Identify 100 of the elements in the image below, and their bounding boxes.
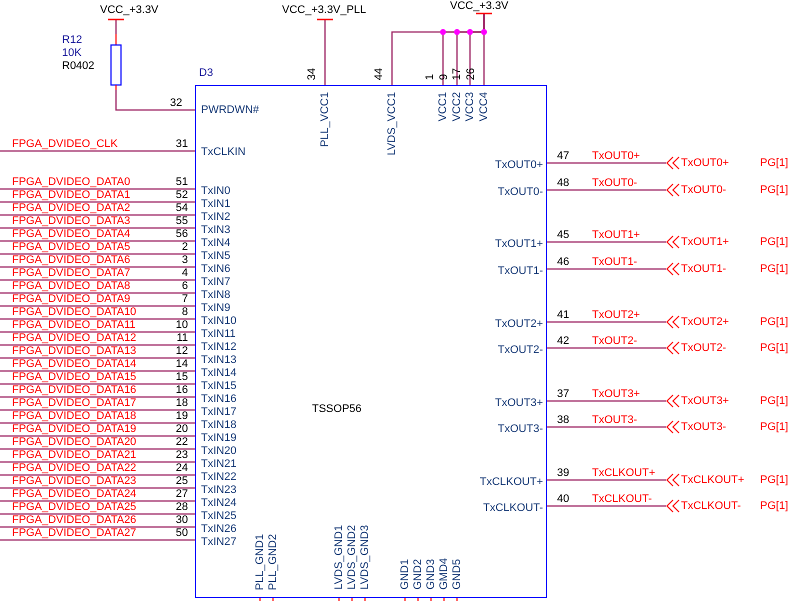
pin-name: TxCLKOUT- xyxy=(483,502,543,514)
pin-name: LVDS_GND3 xyxy=(359,525,371,590)
net-label: TxOUT0- xyxy=(592,177,638,189)
net-label: FPGA_DVIDEO_DATA26 xyxy=(12,514,136,526)
pin-name: TxIN11 xyxy=(201,328,236,340)
net-label: TxCLKOUT- xyxy=(592,493,652,505)
sheet-reference: PG[1] xyxy=(760,421,788,433)
pin-number: 11 xyxy=(176,332,188,344)
pin-number: 10 xyxy=(176,319,188,331)
reference-designator: D3 xyxy=(199,67,214,79)
pin-number: 18 xyxy=(176,397,188,409)
net-label: FPGA_DVIDEO_DATA22 xyxy=(12,462,136,474)
pin-name: VCC4 xyxy=(478,92,490,122)
pin-name: TxIN2 xyxy=(201,211,230,223)
pin-name: TxIN4 xyxy=(201,237,230,249)
wire xyxy=(0,370,195,372)
pin-number: 52 xyxy=(176,189,188,201)
pin-name: TxCLKIN xyxy=(201,146,246,158)
net-label: FPGA_DVIDEO_DATA27 xyxy=(12,527,136,539)
sheet-reference: PG[1] xyxy=(760,316,788,328)
sheet-reference: PG[1] xyxy=(760,184,788,196)
wire xyxy=(0,344,195,346)
pin-number: 38 xyxy=(557,414,570,426)
wire xyxy=(0,500,195,502)
pin-number: 7 xyxy=(182,293,188,305)
pin-name: TxIN7 xyxy=(201,276,230,288)
pin-number: 41 xyxy=(557,309,570,321)
pin-name: TxOUT1- xyxy=(498,265,543,277)
component-value: 10K xyxy=(62,47,82,59)
wire xyxy=(0,539,195,541)
net-label: FPGA_DVIDEO_DATA12 xyxy=(12,332,136,344)
pin-number: 12 xyxy=(176,345,188,357)
pin-number: 28 xyxy=(176,501,188,513)
pin-name: PLL_GND2 xyxy=(267,534,279,590)
wire xyxy=(115,20,117,34)
wire xyxy=(547,479,666,481)
pin-name: LVDS_VCC1 xyxy=(386,92,398,156)
wire xyxy=(0,318,195,320)
pin-name: TxIN5 xyxy=(201,250,230,262)
wire xyxy=(0,461,195,463)
pin-number: 56 xyxy=(176,228,188,240)
pin-number: 54 xyxy=(176,202,188,214)
net-label: FPGA_DVIDEO_DATA25 xyxy=(12,501,136,513)
pin-name: TxIN20 xyxy=(201,445,236,457)
pin-name: GND5 xyxy=(451,559,463,590)
sheet-reference: PG[1] xyxy=(760,263,788,275)
net-label: FPGA_DVIDEO_DATA0 xyxy=(12,176,130,188)
net-label: TxOUT2- xyxy=(592,335,638,347)
net-label: TxOUT3- xyxy=(592,414,638,426)
pin-number: 45 xyxy=(557,229,570,241)
power-label: VCC_+3.3V xyxy=(450,0,508,12)
pin-name: TxOUT3+ xyxy=(495,397,543,409)
pin-name: TxIN25 xyxy=(201,510,236,522)
wire xyxy=(547,321,666,323)
wire xyxy=(0,240,195,242)
wire xyxy=(0,227,195,229)
pin-name: TxIN13 xyxy=(201,354,236,366)
pin-number: 42 xyxy=(557,335,570,347)
sheet-reference: PG[1] xyxy=(760,474,788,486)
pin-number: 51 xyxy=(176,176,188,188)
pin-name: TxIN22 xyxy=(201,471,236,483)
net-label: TxCLKOUT+ xyxy=(592,467,656,479)
pin-number: 2 xyxy=(182,241,188,253)
wire xyxy=(547,426,666,428)
wire xyxy=(547,347,666,349)
wire xyxy=(0,526,195,528)
pin-number: 39 xyxy=(557,467,570,479)
wire xyxy=(115,90,195,111)
wire xyxy=(0,409,195,411)
pin-name: TxIN0 xyxy=(201,185,230,197)
pin-number: 17 xyxy=(451,68,463,80)
net-label: FPGA_DVIDEO_DATA2 xyxy=(12,202,130,214)
pin-number: 31 xyxy=(176,138,188,150)
pin-name: LVDS_GND1 xyxy=(333,525,345,590)
net-label: FPGA_DVIDEO_DATA15 xyxy=(12,371,136,383)
pin-number: 30 xyxy=(176,514,188,526)
net-label: FPGA_DVIDEO_CLK xyxy=(12,138,118,150)
pin-number: 20 xyxy=(176,423,188,435)
wire xyxy=(0,448,195,450)
pin-name: TxIN21 xyxy=(201,458,236,470)
pin-number: 6 xyxy=(182,280,188,292)
net-label: FPGA_DVIDEO_DATA13 xyxy=(12,345,136,357)
net-label: TxOUT1+ xyxy=(592,229,640,241)
pin-number: 27 xyxy=(176,488,188,500)
pin-name: TxOUT2+ xyxy=(495,318,543,330)
port-label: TxOUT0- xyxy=(681,184,726,196)
wire xyxy=(547,189,666,191)
net-label: FPGA_DVIDEO_DATA8 xyxy=(12,280,130,292)
net-label: FPGA_DVIDEO_DATA5 xyxy=(12,241,130,253)
wire xyxy=(0,253,195,255)
pin-number: 19 xyxy=(176,410,188,422)
wire xyxy=(0,188,195,190)
pin-number: 40 xyxy=(557,493,570,505)
pin-number: 1 xyxy=(424,74,436,80)
port-label: TxOUT3+ xyxy=(681,395,729,407)
pin-name: TxIN16 xyxy=(201,393,236,405)
pin-name: TxIN24 xyxy=(201,497,236,509)
port-label: TxOUT3- xyxy=(681,421,726,433)
net-label: TxOUT0+ xyxy=(592,150,640,162)
wire xyxy=(547,268,666,270)
